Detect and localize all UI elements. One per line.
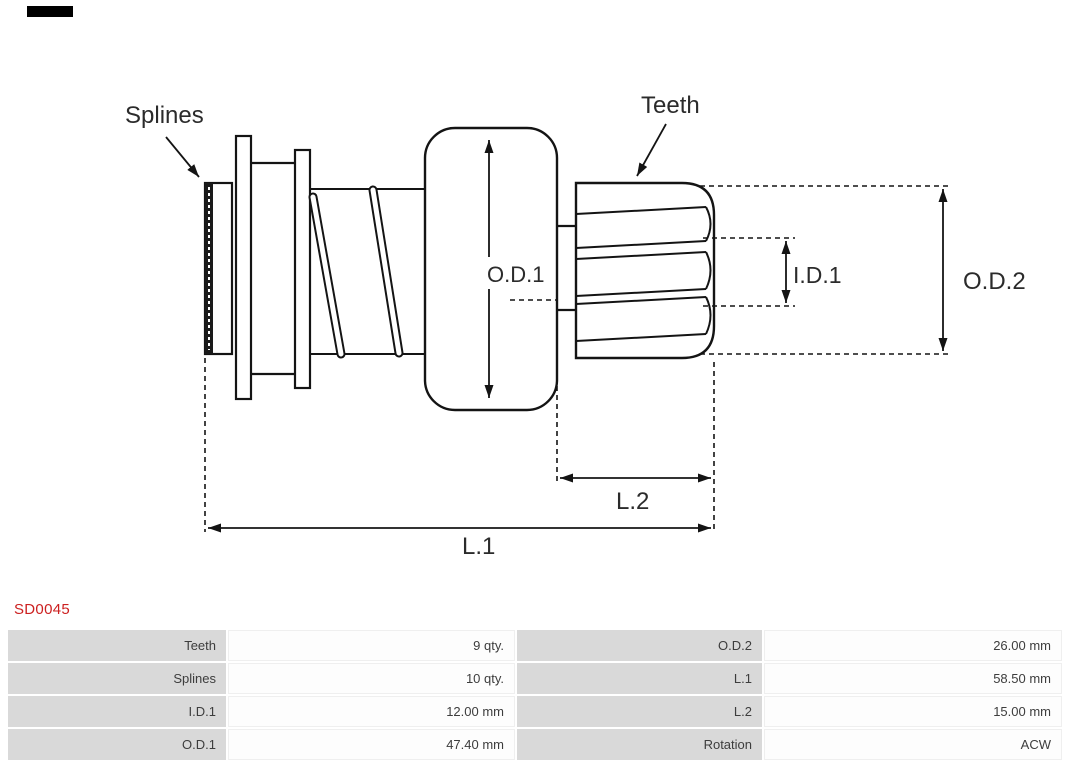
id1-dimension: I.D.1 <box>703 237 842 307</box>
spec-value-l2: 15.00 mm <box>764 696 1062 727</box>
od1-label: O.D.1 <box>487 262 544 287</box>
spring-coil <box>308 185 404 359</box>
od1-dimension: O.D.1 <box>482 140 556 398</box>
part-technical-diagram: O.D.1 Splines Teeth <box>125 92 1026 560</box>
spec-label-l2: L.2 <box>517 696 762 727</box>
id1-label: I.D.1 <box>793 262 842 288</box>
spec-label-teeth: Teeth <box>8 630 226 661</box>
splines-callout: Splines <box>125 102 204 178</box>
brand-logo-bar <box>27 6 73 17</box>
spec-value-id1: 12.00 mm <box>228 696 515 727</box>
spec-value-teeth: 9 qty. <box>228 630 515 661</box>
spec-label-l1: L.1 <box>517 663 762 694</box>
spec-value-rotation: ACW <box>764 729 1062 760</box>
shaft-section <box>310 188 425 355</box>
flange-left <box>234 134 253 401</box>
spec-label-splines: Splines <box>8 663 226 694</box>
od2-label: O.D.2 <box>963 268 1026 295</box>
l2-dimension: L.2 <box>556 314 715 532</box>
od2-dimension: O.D.2 <box>700 185 1026 355</box>
spec-label-rotation: Rotation <box>517 729 762 760</box>
spec-value-od1: 47.40 mm <box>228 729 515 760</box>
spec-value-od2: 26.00 mm <box>764 630 1062 661</box>
hub-section <box>251 161 295 376</box>
spec-value-l1: 58.50 mm <box>764 663 1062 694</box>
spec-label-id1: I.D.1 <box>8 696 226 727</box>
pinion-gear <box>574 181 716 360</box>
teeth-label: Teeth <box>641 92 700 119</box>
l2-label: L.2 <box>616 488 649 515</box>
flange-right <box>293 148 312 390</box>
spec-value-splines: 10 qty. <box>228 663 515 694</box>
l1-label: L.1 <box>462 533 495 560</box>
part-number: SD0045 <box>14 601 71 618</box>
splines-label: Splines <box>125 102 204 129</box>
neck-section <box>557 224 576 312</box>
spec-label-od1: O.D.1 <box>8 729 226 760</box>
splined-shaft-end <box>203 181 234 356</box>
spec-label-od2: O.D.2 <box>517 630 762 661</box>
l1-dimension: L.1 <box>204 358 711 560</box>
spec-table: Teeth 9 qty. O.D.2 26.00 mm Splines 10 q… <box>8 630 1062 760</box>
teeth-callout: Teeth <box>636 92 700 177</box>
